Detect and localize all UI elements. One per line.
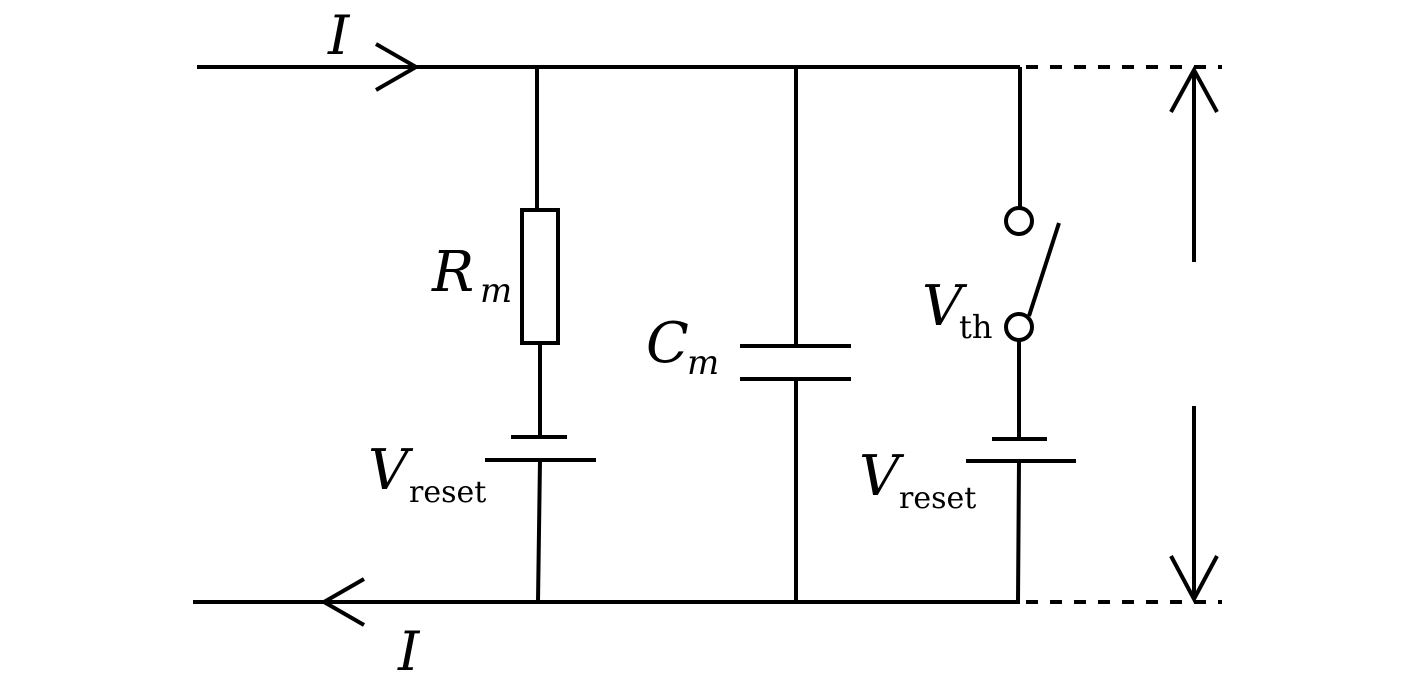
battery-left-label-subscript: reset [409, 475, 486, 510]
capacitor-branch [740, 67, 851, 602]
battery-right-label-subscript: reset [899, 481, 976, 516]
battery-left-bottom-wire [536, 459, 542, 603]
capacitor-label-symbol: C [646, 311, 689, 376]
switch-top-terminal [1004, 206, 1034, 236]
voltage-arrow-down-head [1169, 555, 1219, 604]
switch-lever [1027, 222, 1061, 317]
current-in-arrowhead [375, 42, 421, 92]
resistor-branch [485, 67, 596, 603]
battery-right-label-symbol: V [859, 444, 905, 509]
resistor-label-symbol: R [431, 240, 474, 305]
resistor-symbol [520, 208, 560, 345]
capacitor-label-subscript: m [687, 343, 719, 383]
voltage-indicator [1169, 65, 1219, 604]
threshold-label-symbol: V [922, 274, 968, 339]
current-in-label: I [327, 4, 351, 67]
current-out-arrowhead [319, 577, 365, 627]
threshold-label-subscript: th [959, 308, 992, 346]
switch-bottom-terminal [1004, 312, 1034, 342]
current-out-label: I [397, 620, 421, 680]
battery-right-bottom-wire [1016, 460, 1021, 603]
resistor-label-subscript: m [480, 271, 512, 311]
voltage-arrow-up-head [1169, 65, 1219, 113]
switch-branch [966, 67, 1076, 603]
battery-left-label-symbol: V [368, 438, 414, 503]
